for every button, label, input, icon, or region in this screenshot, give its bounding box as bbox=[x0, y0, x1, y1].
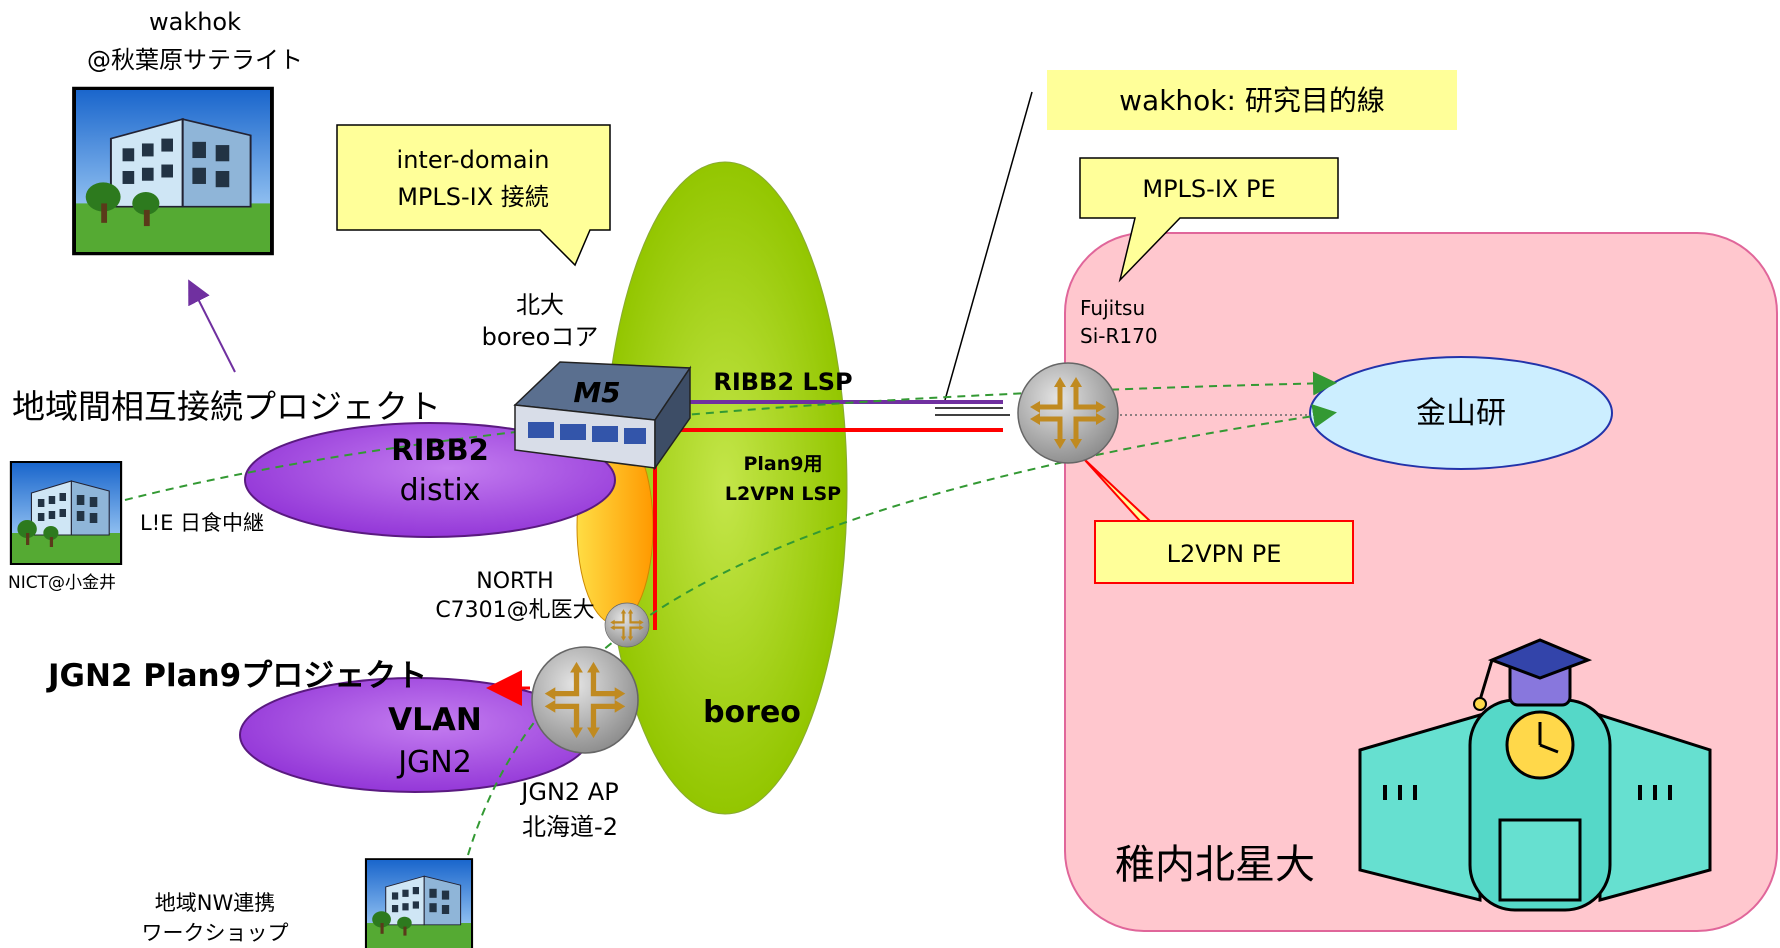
jgn2-ap-label-1: JGN2 AP bbox=[519, 778, 618, 806]
chiiki-project-label: 地域間相互接続プロジェクト bbox=[12, 387, 441, 426]
north-label-1: NORTH bbox=[476, 569, 553, 594]
wakhok-title: wakhok bbox=[149, 8, 241, 36]
fujitsu-label-2: Si-R170 bbox=[1080, 324, 1158, 348]
jgn2-label: JGN2 bbox=[396, 745, 472, 780]
m5-label: M5 bbox=[573, 376, 620, 409]
l2vpn-pe-callout bbox=[1082, 457, 1354, 584]
mplsix-pe-callout bbox=[1079, 157, 1339, 283]
m5-router-icon bbox=[513, 361, 692, 471]
plan9-lsp-label-2: L2VPN LSP bbox=[725, 483, 841, 505]
jgn2-ap-label-2: 北海道-2 bbox=[522, 813, 618, 841]
fujitsu-router-icon bbox=[1018, 363, 1118, 463]
vlan-label: VLAN bbox=[388, 702, 482, 738]
research-line bbox=[944, 91, 1033, 401]
interdomain-label-2: MPLS-IX 接続 bbox=[397, 183, 549, 211]
boreo-label: boreo bbox=[703, 695, 801, 730]
workshop-dashed-link bbox=[467, 404, 1337, 856]
jgn2-project-label: JGN2 Plan9プロジェクト bbox=[46, 658, 427, 694]
workshop-building-image bbox=[364, 858, 474, 948]
research-callout bbox=[1047, 70, 1457, 130]
wakkanai-label: 稚内北星大 bbox=[1115, 842, 1315, 888]
nict-building-image bbox=[9, 461, 123, 565]
chiiki-nw-label-2: ワークショップ bbox=[142, 921, 289, 945]
distix-label: distix bbox=[400, 473, 481, 508]
fujitsu-label-1: Fujitsu bbox=[1080, 296, 1145, 320]
jgn2-ap-router-icon bbox=[532, 647, 638, 753]
north-label-2: C7301@札医大 bbox=[435, 598, 594, 623]
hokudai-label: 北大 bbox=[516, 291, 564, 319]
lie-dashed-link bbox=[124, 371, 1337, 501]
wakhok-building-image bbox=[72, 86, 274, 256]
kanayama-ellipse bbox=[1309, 356, 1613, 470]
lie-label: L!E 日食中継 bbox=[140, 511, 264, 535]
north-router-icon bbox=[603, 601, 651, 649]
ribb2-lsp-label: RIBB2 LSP bbox=[713, 368, 852, 396]
wakhok-akiba: @秋葉原サテライト bbox=[87, 46, 303, 74]
mplsix-pe-label: MPLS-IX PE bbox=[1142, 175, 1275, 203]
ribb2-label: RIBB2 bbox=[391, 433, 489, 467]
chiiki-nw-label-1: 地域NW連携 bbox=[155, 891, 275, 915]
school-building-icon bbox=[1358, 638, 1712, 912]
nict-label: NICT@小金井 bbox=[8, 573, 116, 593]
l2vpn-pe-label: L2VPN PE bbox=[1167, 540, 1282, 568]
research-label: wakhok: 研究目的線 bbox=[1119, 84, 1385, 117]
boreo-core-label: boreoコア bbox=[482, 323, 599, 351]
kanayama-label: 金山研 bbox=[1416, 396, 1506, 431]
interdomain-callout bbox=[336, 124, 611, 267]
plan9-lsp-label-1: Plan9用 bbox=[743, 453, 822, 475]
interdomain-label-1: inter-domain bbox=[397, 146, 550, 174]
chiiki-arrow bbox=[188, 279, 236, 373]
